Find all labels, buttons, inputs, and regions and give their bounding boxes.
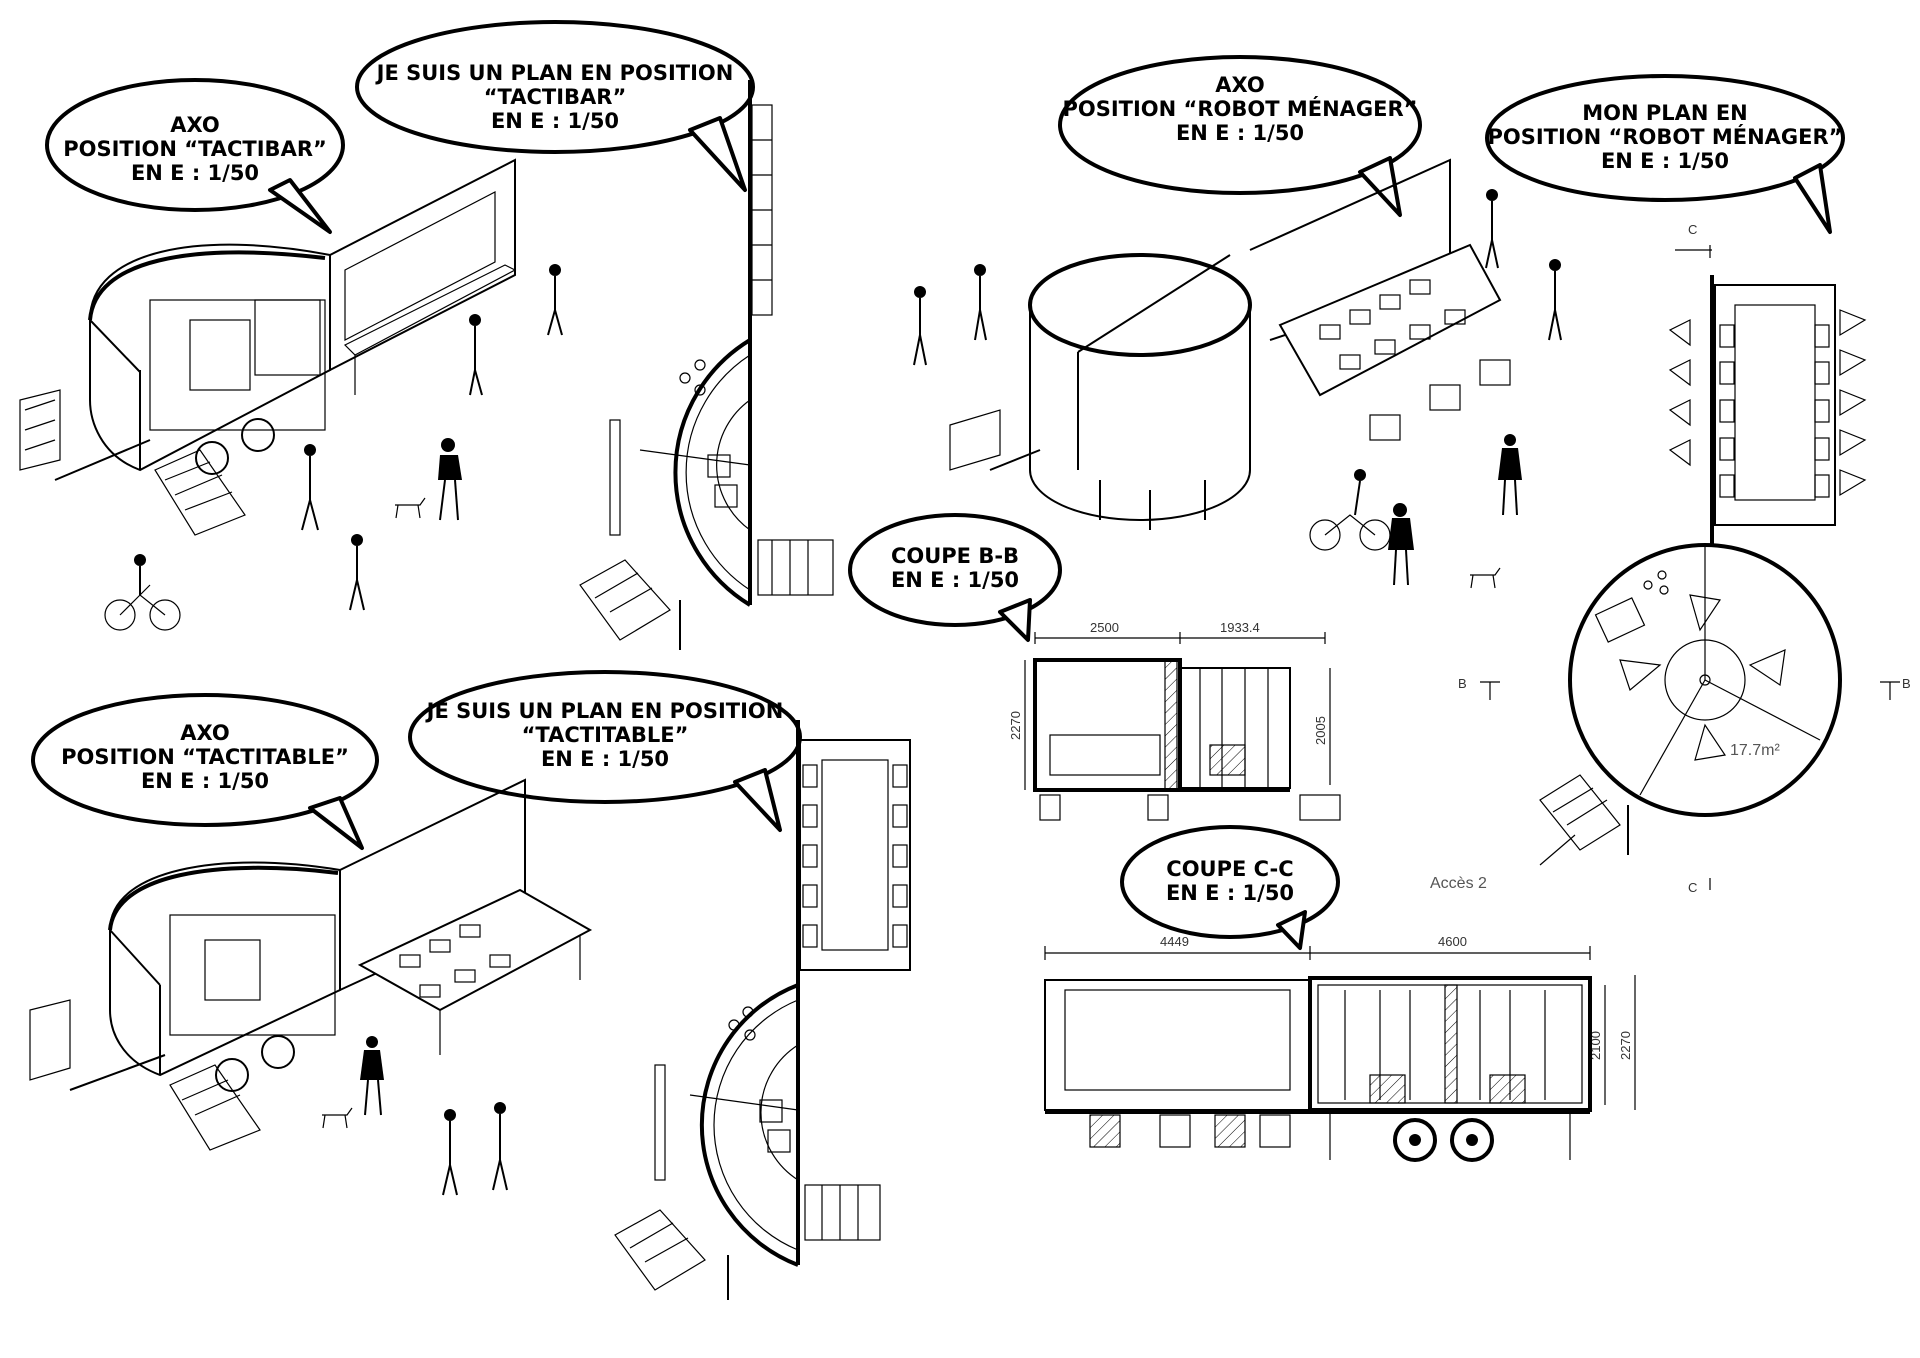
bubble-plan-tactibar: JE SUIS UN PLAN EN POSITION “TACTIBAR” E…	[355, 20, 755, 192]
person-figure	[1388, 503, 1414, 586]
bubble-line: AXO	[1215, 73, 1265, 97]
person-figure	[442, 1109, 458, 1196]
bubble-line: POSITION “TACTIBAR”	[63, 137, 327, 161]
person-figure	[547, 264, 563, 336]
cut-label-b-right: B	[1902, 676, 1911, 691]
bubble-plan-robot: MON PLAN EN POSITION “ROBOT MÉNAGER” EN …	[1485, 74, 1845, 234]
bubble-line: COUPE B-B	[891, 544, 1019, 568]
bubble-line: EN E : 1/50	[891, 568, 1019, 592]
bubble-line: EN E : 1/50	[131, 161, 259, 185]
dim-bb-left: 2500	[1090, 620, 1119, 635]
bubble-line: COUPE C-C	[1166, 857, 1293, 881]
bubble-line: MON PLAN EN	[1582, 101, 1747, 125]
bubble-line: JE SUIS UN PLAN EN POSITION	[375, 61, 734, 85]
dog	[322, 1107, 353, 1129]
person-figure	[301, 444, 319, 531]
person-figure	[349, 534, 365, 611]
dog	[1470, 567, 1501, 589]
section-cc-drawing: 4449 4600 2100 2270	[1044, 934, 1636, 1162]
bubble-line: EN E : 1/50	[491, 109, 619, 133]
bicycle	[104, 554, 181, 631]
bubble-line: “TACTIBAR”	[484, 85, 627, 109]
person-figure	[974, 264, 987, 341]
bubble-line: AXO	[180, 721, 230, 745]
bubble-line: EN E : 1/50	[1601, 149, 1729, 173]
dim-bb-height-left: 2270	[1008, 711, 1023, 740]
dim-cc-right: 4600	[1438, 934, 1467, 949]
bicycle	[1309, 469, 1391, 551]
bubble-line: “TACTITABLE”	[522, 723, 689, 747]
person-figure	[469, 314, 483, 396]
person-figure	[438, 438, 462, 521]
bubble-axo-tactitable: AXO POSITION “TACTITABLE” EN E : 1/50	[31, 693, 379, 850]
person-figure	[1485, 189, 1499, 269]
bubble-line: JE SUIS UN PLAN EN POSITION	[425, 699, 784, 723]
bubble-line: POSITION “TACTITABLE”	[61, 745, 349, 769]
section-bb-drawing: 2500 1933.4 2270 2005	[1008, 620, 1341, 821]
bubble-line: EN E : 1/50	[1176, 121, 1304, 145]
person-figure	[360, 1036, 384, 1116]
bubble-line: POSITION “ROBOT MÉNAGER”	[1062, 96, 1417, 121]
axo-robot-drawing	[913, 158, 1562, 589]
dog	[395, 497, 426, 519]
bubble-line: EN E : 1/50	[141, 769, 269, 793]
person-figure	[492, 1102, 508, 1191]
bubble-coupe-bb: COUPE B-B EN E : 1/50	[848, 513, 1062, 642]
bubble-line: AXO	[170, 113, 220, 137]
bubble-line: EN E : 1/50	[541, 747, 669, 771]
bubble-line: POSITION “ROBOT MÉNAGER”	[1487, 124, 1842, 149]
axo-tactitable-drawing	[29, 778, 593, 1196]
plan-tactibar-drawing	[579, 80, 834, 650]
plan-robot-drawing: C C B B 17.7m² Accès 2	[1430, 222, 1911, 895]
cut-label-c-top: C	[1688, 222, 1697, 237]
dim-bb-right: 1933.4	[1220, 620, 1260, 635]
bubble-axo-robot: AXO POSITION “ROBOT MÉNAGER” EN E : 1/50	[1058, 55, 1422, 217]
plan-tactitable-drawing	[614, 720, 911, 1300]
dim-bb-height-right: 2005	[1313, 716, 1328, 745]
person-figure	[1548, 259, 1562, 341]
dim-cc-left: 4449	[1160, 934, 1189, 949]
access-label: Accès 2	[1430, 875, 1487, 892]
dim-cc-height-outer: 2270	[1618, 1031, 1633, 1060]
person-figure	[913, 286, 927, 366]
cut-label-c-bottom: C	[1688, 880, 1697, 895]
cut-label-b-left: B	[1458, 676, 1467, 691]
axo-tactibar-drawing	[19, 158, 563, 631]
bubble-axo-tactibar: AXO POSITION “TACTIBAR” EN E : 1/50	[45, 78, 345, 234]
bubble-line: EN E : 1/50	[1166, 881, 1294, 905]
person-figure	[1498, 434, 1522, 516]
bubble-plan-tactitable: JE SUIS UN PLAN EN POSITION “TACTITABLE”…	[408, 670, 802, 832]
bubble-coupe-cc: COUPE C-C EN E : 1/50	[1120, 825, 1340, 950]
area-label: 17.7m²	[1730, 742, 1780, 759]
